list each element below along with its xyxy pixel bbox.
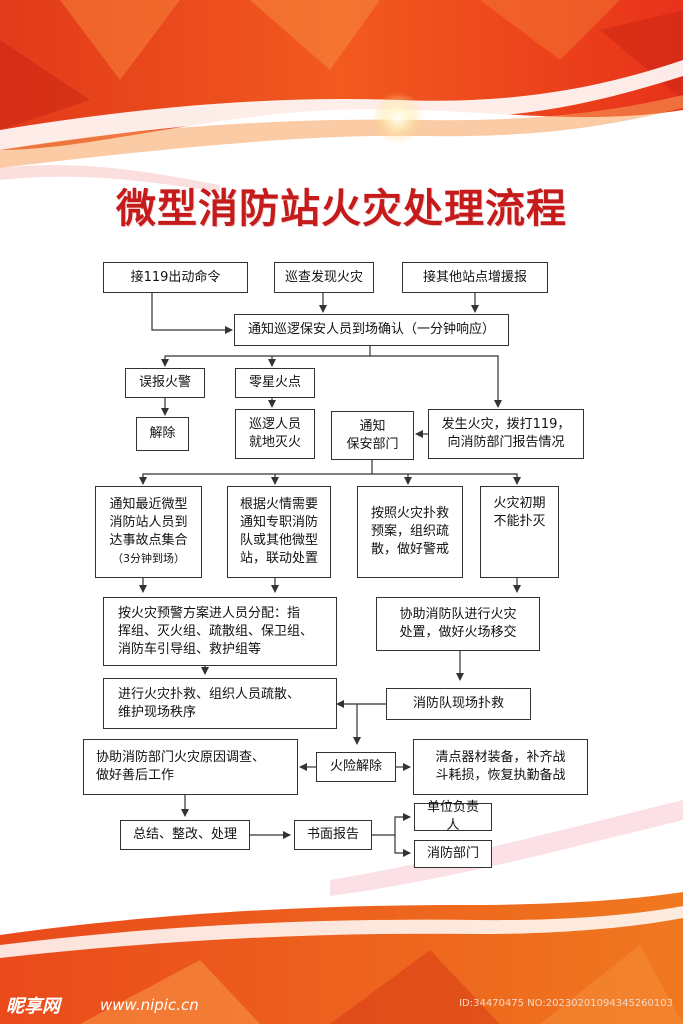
bottom-facet-3 (540, 945, 683, 1024)
top-swoosh-white (0, 60, 683, 150)
connector (161, 346, 371, 367)
node-false-alarm: 误报火警 (125, 368, 205, 398)
node-patrol-extinguish: 巡逻人员就地灭火 (235, 409, 315, 459)
node-assist-brigade-handover: 协助消防队进行火灾处置，做好火场移交 (376, 597, 540, 651)
node-written-report: 书面报告 (294, 820, 372, 850)
node-notify-security: 通知保安部门 (331, 411, 414, 460)
node-equipment-check: 清点器材装备，补齐战斗耗损，恢复执勤备战 (413, 739, 588, 795)
page-title: 微型消防站火灾处理流程 (116, 186, 567, 232)
connector (372, 473, 521, 485)
node-notify-patrol-confirm: 通知巡逻保安人员到场确认（一分钟响应） (234, 314, 509, 346)
connector (372, 813, 411, 836)
connector (394, 835, 411, 857)
node-minor-fire: 零星火点 (235, 368, 315, 398)
node-hazard-cleared: 火险解除 (316, 752, 396, 782)
top-glow (372, 92, 424, 144)
top-facet-3 (480, 0, 620, 60)
bottom-swoosh-white (0, 906, 683, 958)
node-patrol-finds-fire: 巡查发现火灾 (274, 262, 374, 293)
node-cause-investigation: 协助消防部门火灾原因调查、做好善后工作 (83, 739, 298, 795)
node-fire-call-119: 发生火灾，拨打119，向消防部门报告情况 (428, 409, 584, 459)
pink-wave-bottom (330, 800, 683, 896)
node-evacuation-plan: 按照火灾扑救预案，组织疏散，做好警戒 (357, 486, 463, 578)
top-facet-2 (250, 0, 380, 70)
node-summary-rectify: 总结、整改、处理 (120, 820, 250, 850)
top-facet-1 (60, 0, 180, 80)
node-brigade-on-site: 消防队现场扑救 (386, 688, 531, 720)
node-staff-assignment: 按火灾预警方案进人员分配：指挥组、灭火组、疏散组、保卫组、消防车引导组、救护组等 (103, 597, 337, 666)
node-dismiss: 解除 (136, 417, 189, 451)
connector (151, 293, 233, 334)
node-fight-fire-evacuate: 进行火灾扑救、组织人员疏散、维护现场秩序 (103, 678, 337, 729)
connector (139, 460, 373, 485)
watermark-url: www.nipic.cn (100, 996, 199, 1014)
node-cannot-extinguish: 火灾初期不能扑灭 (480, 486, 559, 578)
top-facet-4 (0, 40, 90, 130)
pink-wave-top (0, 165, 220, 192)
top-swoosh-orange (0, 95, 683, 168)
bottom-facet-2 (330, 950, 500, 1024)
watermark-logo: 昵享网 (6, 996, 60, 1017)
watermark-id: ID:34470475 NO:20230201094345260103 (459, 998, 673, 1009)
node-reinforcement-request: 接其他站点增援报 (402, 262, 548, 293)
node-receive-119-order: 接119出动命令 (103, 262, 248, 293)
node-unit-leader: 单位负责人 (414, 800, 492, 833)
bottom-facet-1 (80, 960, 260, 1024)
node-notify-fire-brigade: 根据火情需要通知专职消防队或其他微型站，联动处置 (227, 486, 331, 578)
node-fire-department: 消防部门 (414, 840, 492, 868)
node-notify-nearest-station: 通知最近微型消防站人员到达事故点集合（3分钟到场） (95, 486, 202, 578)
connector (370, 355, 502, 408)
